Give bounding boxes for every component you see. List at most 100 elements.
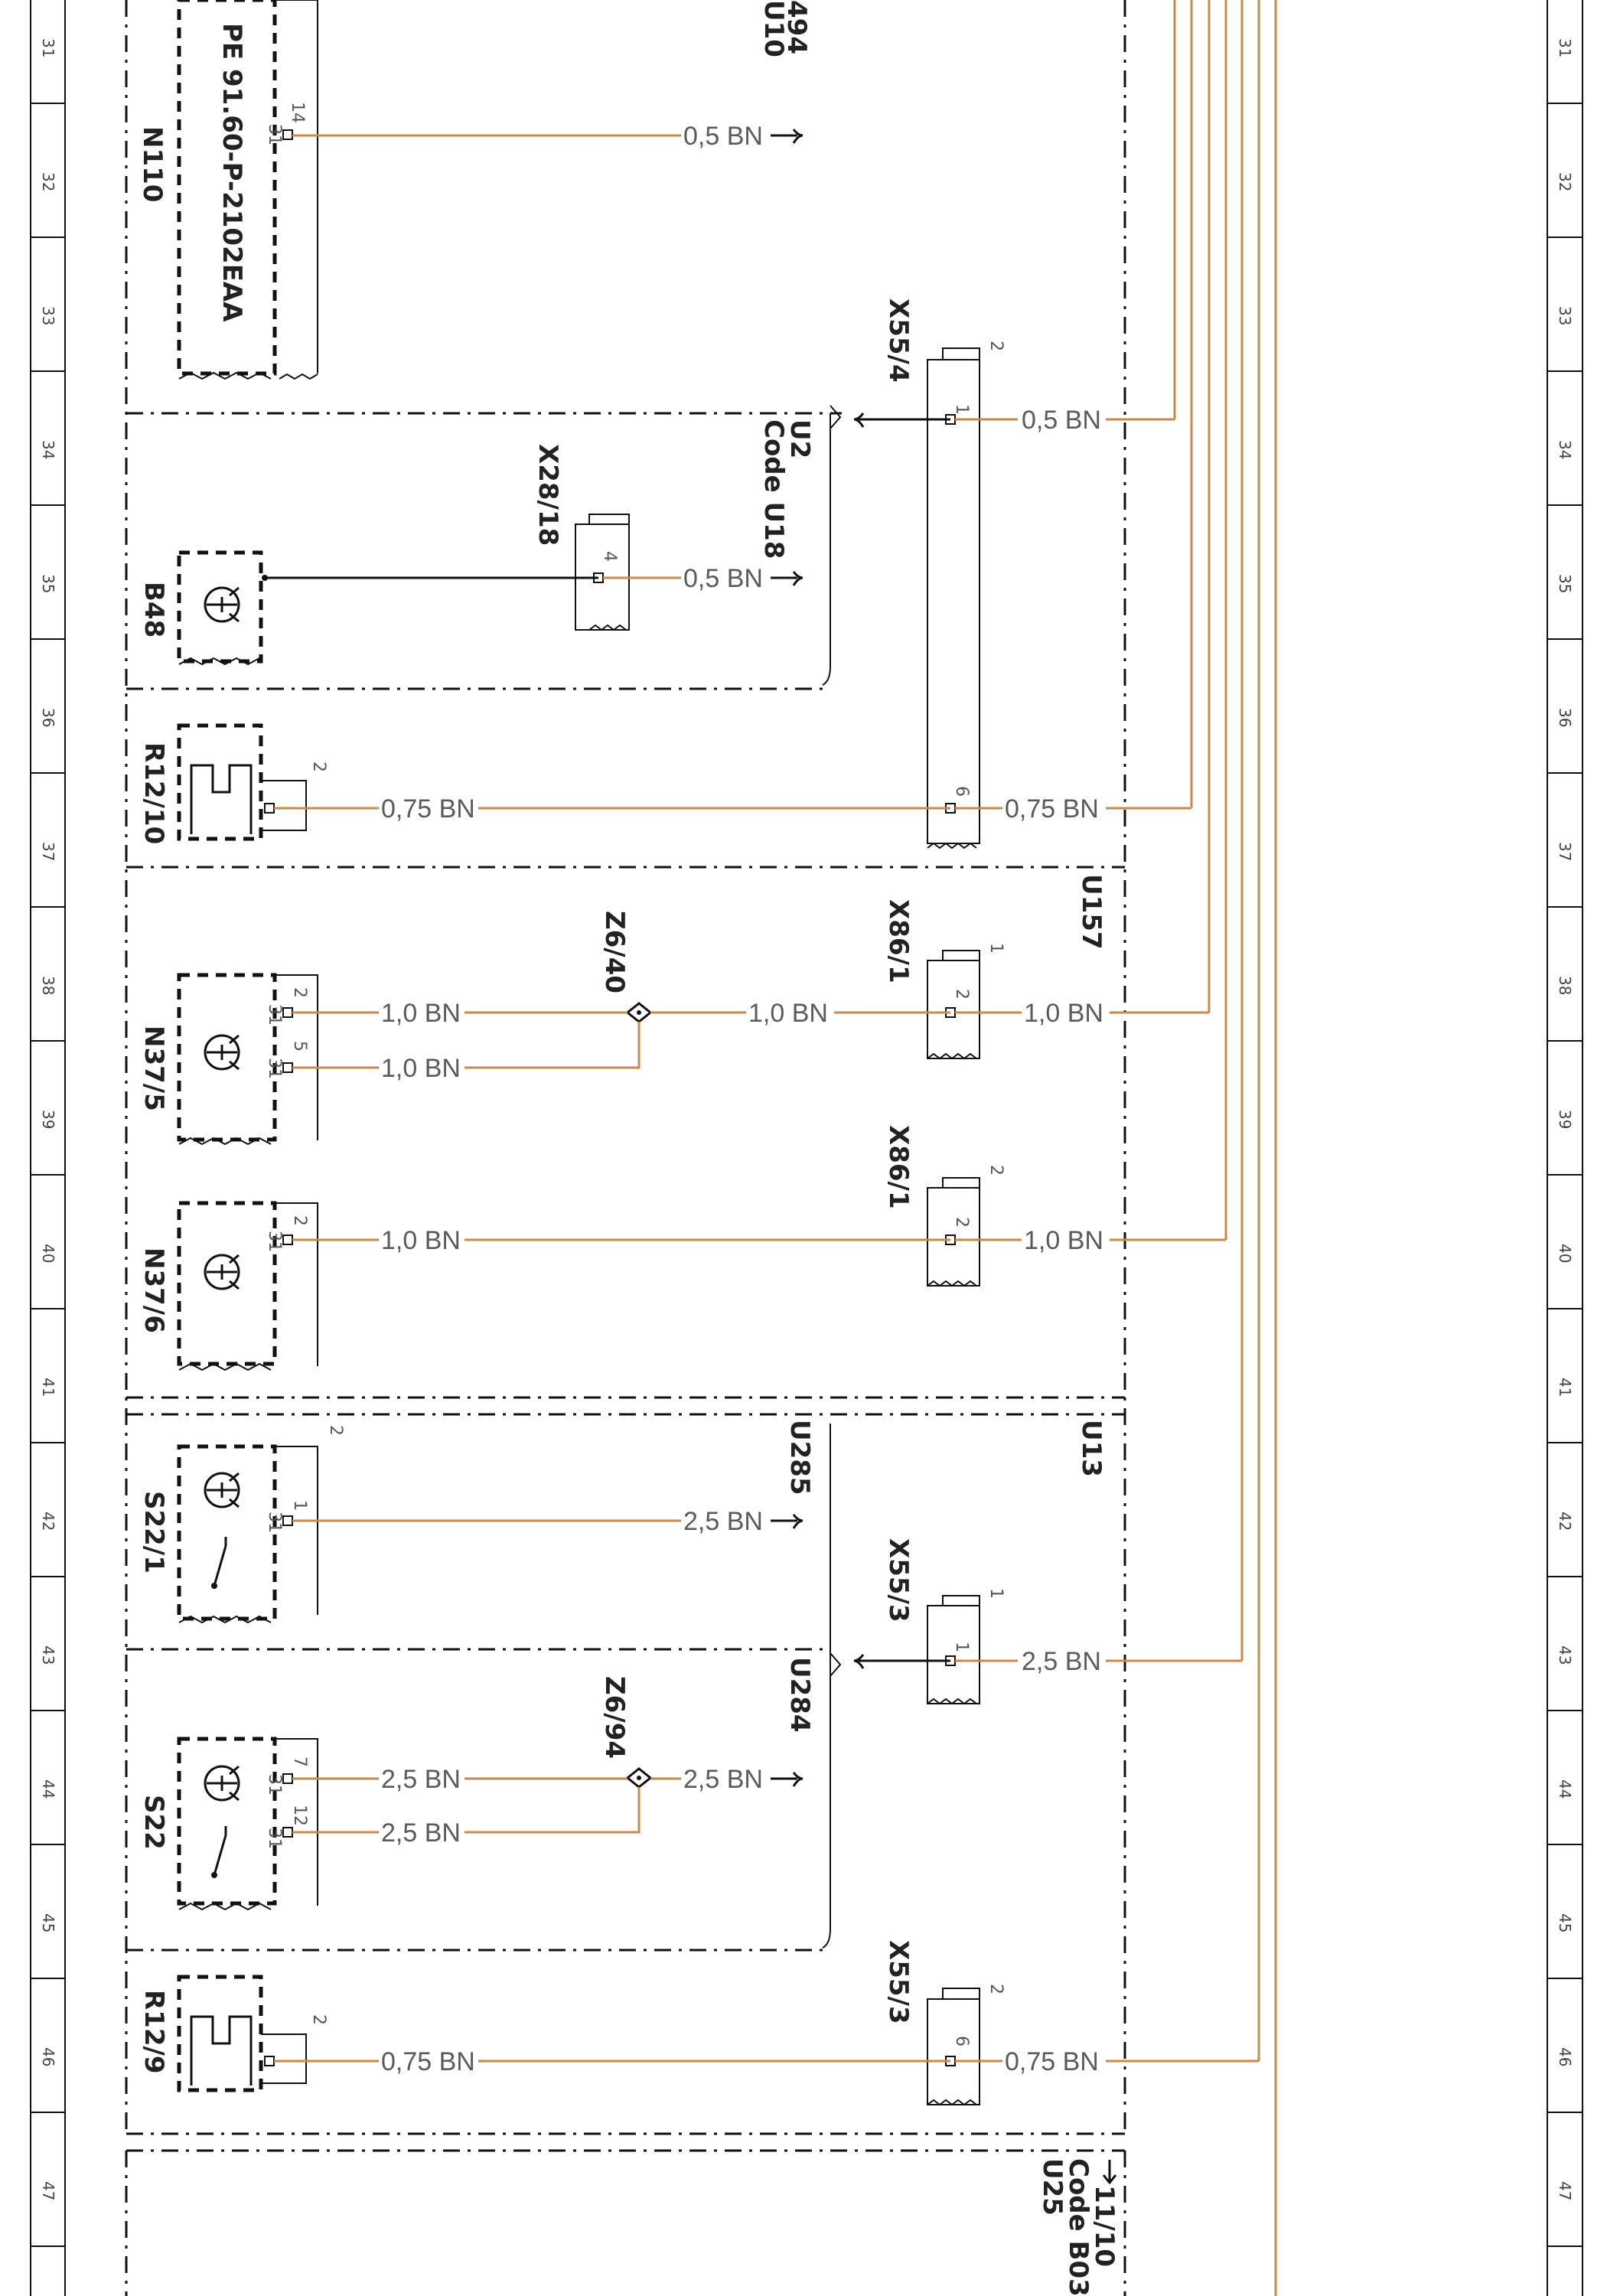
ruler-right-46: 46 — [1556, 2047, 1574, 2066]
ruler-right-33: 33 — [1556, 306, 1574, 325]
ruler-left-36: 36 — [39, 708, 57, 727]
connector-x86-1a: X86/1 1 2 — [883, 899, 1006, 1060]
wire-label-w2: 0,5 BN — [1022, 406, 1101, 435]
x86-1b-label: X86/1 — [883, 1125, 914, 1209]
splice-z6-94: Z6/94 — [599, 1676, 653, 1789]
wire-label-w7a: 1,0 BN — [381, 1226, 461, 1255]
splice-z6-40: Z6/40 — [599, 911, 653, 1023]
ruler-right-47: 47 — [1556, 2181, 1574, 2200]
wire-n37-5: 1,0 BN 1,0 BN 1,0 BN 1,0 BN — [292, 999, 1209, 1083]
ruler-right-31: 31 — [1556, 38, 1574, 57]
connector-x55-3a: X55/3 1 1 — [883, 1538, 1006, 1705]
left-ruler — [30, 0, 66, 2296]
ruler-left-37: 37 — [39, 842, 57, 861]
ruler-right-34: 34 — [1556, 440, 1574, 459]
wire-label-w4a: 0,75 BN — [381, 794, 475, 823]
n37-5-gnd-2: 31 — [265, 1058, 284, 1079]
x28-18-label: X28/18 — [533, 444, 563, 546]
x55-3a-pin-top: 1 — [986, 1588, 1006, 1599]
x86-1a-pin-1: 1 — [986, 943, 1006, 954]
ruler-labels-right: 31 32 33 34 35 36 37 38 39 40 41 42 43 4… — [1556, 38, 1574, 2200]
wire-n37-6: 1,0 BN 1,0 BN — [292, 1226, 1226, 1255]
area-label-code-u18: Code U18 — [758, 419, 789, 559]
x55-4-pin-6: 6 — [952, 786, 971, 797]
x55-3b-pin-top: 2 — [986, 1984, 1006, 1994]
x55-3b-label: X55/3 — [883, 1940, 914, 2024]
ruler-right-39: 39 — [1556, 1110, 1574, 1129]
x86-1a-pin-2: 2 — [952, 989, 971, 1000]
r12-9-pin-2: 2 — [309, 2014, 328, 2025]
ruler-right-41: 41 — [1556, 1378, 1574, 1397]
component-n37-5: N37/5 2 5 31 31 — [139, 973, 318, 1146]
area-frames — [125, 0, 1126, 2296]
r12-10-label: R12/10 — [139, 742, 169, 844]
component-s22-1: S22/1 2 1 31 — [139, 1425, 345, 1624]
area-label-code-b03: Code B03 — [1063, 2158, 1094, 2296]
ruler-left-39: 39 — [39, 1110, 57, 1129]
connector-x55-4: X55/4 2 1 6 — [883, 298, 1006, 850]
wire-label-w10b: 2,5 BN — [381, 1818, 461, 1848]
ruler-left-31: 31 — [39, 38, 57, 57]
n37-6-pin-2: 2 — [290, 1215, 309, 1226]
area-label-u2: U2 — [784, 419, 815, 458]
wire-s22: 2,5 BN 2,5 BN 2,5 BN — [292, 1765, 804, 1848]
area-label-u10: U10 — [758, 0, 789, 57]
n110-label: N110 — [137, 126, 168, 202]
x28-18-pin-4: 4 — [600, 551, 619, 562]
ruler-left-47: 47 — [39, 2181, 57, 2200]
component-r12-10: R12/10 2 — [139, 723, 328, 844]
ruler-left-43: 43 — [39, 1645, 57, 1665]
x55-4-label: X55/4 — [883, 298, 914, 383]
ruler-left-35: 35 — [39, 574, 57, 593]
wire-label-w5b: 1,0 BN — [748, 999, 828, 1028]
component-n110: N110 PE 91.60-P-2102EAA 14 31 — [137, 0, 318, 380]
n37-6-label: N37/6 — [139, 1247, 169, 1333]
ruler-right-35: 35 — [1556, 574, 1574, 593]
wire-label-w5c: 1,0 BN — [1024, 999, 1103, 1028]
ruler-left-32: 32 — [39, 172, 57, 191]
ruler-left-34: 34 — [39, 440, 57, 459]
x86-1b-pin-2: 2 — [952, 1217, 971, 1228]
n37-5-label: N37/5 — [139, 1026, 169, 1111]
wire-label-w1: 0,5 BN — [683, 122, 763, 151]
area-label-u157: U157 — [1076, 874, 1107, 950]
ruler-right-45: 45 — [1556, 1913, 1574, 1932]
brown-bus-lines — [1173, 0, 1277, 2296]
ruler-left-41: 41 — [39, 1378, 57, 1397]
ruler-right-43: 43 — [1556, 1645, 1574, 1665]
component-b48: B48 — [139, 550, 268, 666]
wire-label-w9: 2,5 BN — [1022, 1647, 1101, 1676]
ruler-right-40: 40 — [1556, 1244, 1574, 1263]
wire-s22-1: 2,5 BN — [292, 1507, 804, 1536]
area-labels: 494 U10 U2 Code U18 U157 U285 U13 U284 1… — [758, 0, 1120, 2296]
s22-pin-7: 7 — [290, 1756, 309, 1767]
ruler-left-33: 33 — [39, 306, 57, 325]
component-r12-9: R12/9 2 — [139, 1975, 328, 2092]
ruler-left-40: 40 — [39, 1244, 57, 1263]
area-label-u25: U25 — [1037, 2158, 1068, 2216]
ruler-left-38: 38 — [39, 976, 57, 995]
wire-label-w10a: 2,5 BN — [381, 1765, 461, 1794]
n37-6-gnd: 31 — [265, 1231, 284, 1252]
s22-1-pin-2: 2 — [326, 1425, 345, 1436]
area-label-u284: U284 — [784, 1657, 815, 1733]
wire-label-w4b: 0,75 BN — [1005, 794, 1099, 823]
right-ruler — [1547, 0, 1583, 2296]
b48-label: B48 — [139, 582, 169, 638]
r12-9-label: R12/9 — [139, 1990, 169, 2074]
x86-1a-label: X86/1 — [883, 899, 914, 983]
ruler-labels-left: 31 32 33 34 35 36 37 38 39 40 41 42 43 4… — [39, 38, 57, 2200]
component-n37-6: N37/6 2 31 — [139, 1201, 318, 1371]
s22-1-pin-1: 1 — [290, 1500, 309, 1511]
ruler-right-38: 38 — [1556, 976, 1574, 995]
area-label-u285: U285 — [784, 1420, 815, 1495]
wire-label-w12a: 0,75 BN — [381, 2047, 475, 2076]
wire-label-w7b: 1,0 BN — [1024, 1226, 1103, 1255]
z6-40-label: Z6/40 — [599, 911, 630, 993]
wire-x55-4: 0,5 BN — [853, 406, 1175, 435]
n110-pin-14: 14 — [288, 102, 307, 123]
n37-5-pin-2: 2 — [290, 987, 309, 998]
ruler-left-45: 45 — [39, 1913, 57, 1932]
